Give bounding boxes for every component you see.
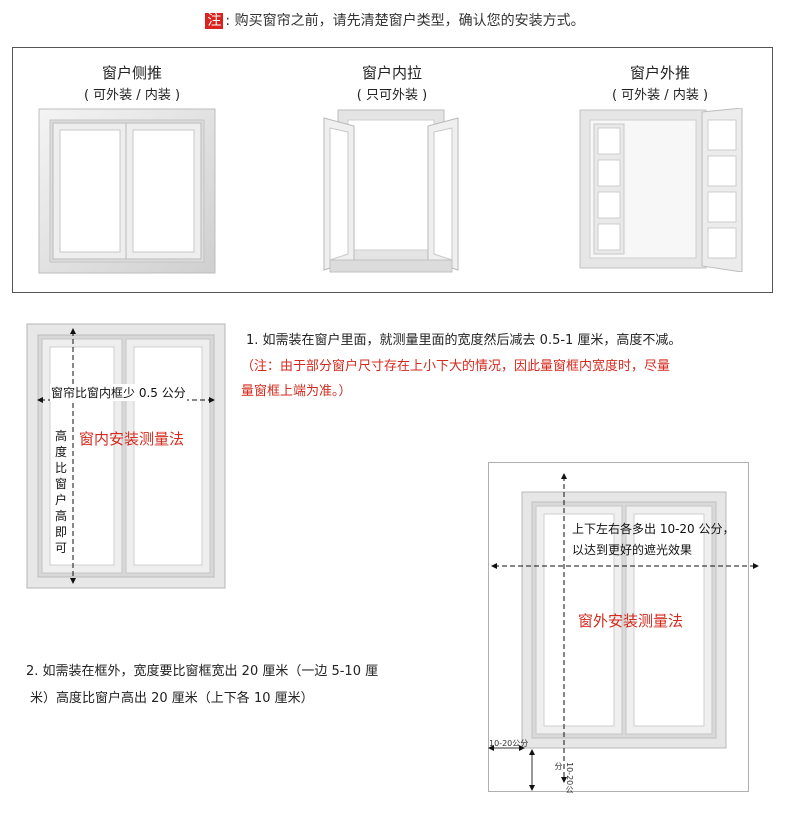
inside-height-label: 高度比窗户高即可 bbox=[54, 428, 68, 556]
outside-method-window bbox=[488, 462, 759, 792]
outside-step-line1: 2. 如需装在框外，宽度要比窗框宽出 20 厘米（一边 5-10 厘 bbox=[26, 664, 379, 679]
outside-small-h-label: 10-20公分 bbox=[489, 739, 529, 748]
outside-small-v-label: 10-20公分 bbox=[554, 762, 574, 794]
type-title-sliding: 窗户侧推 bbox=[101, 64, 162, 82]
type-sub-inward: ( 只可外装 ) bbox=[356, 88, 428, 103]
type-sub-sliding: ( 可外装 / 内装 ) bbox=[83, 88, 181, 103]
note-tag: 注 bbox=[205, 13, 224, 29]
inside-note-line1: （注：由于部分窗户尺寸存在上小下大的情况，因此量窗框内宽度时，尽量 bbox=[241, 359, 671, 374]
inside-method-label: 窗内安装测量法 bbox=[79, 430, 185, 448]
outward-window-image bbox=[579, 108, 743, 272]
type-sub-outward: ( 可外装 / 内装 ) bbox=[611, 88, 709, 103]
inward-window-image bbox=[323, 109, 459, 273]
outside-method-label: 窗外安装测量法 bbox=[578, 612, 684, 630]
inside-step-text: 1. 如需装在窗户里面，就测量里面的宽度然后减去 0.5-1 厘米，高度不减。 bbox=[246, 333, 682, 348]
outside-extend-line1: 上下左右各多出 10-20 公分， bbox=[572, 522, 735, 536]
sliding-window-image bbox=[38, 108, 216, 274]
type-title-outward: 窗户外推 bbox=[629, 64, 690, 82]
outside-step-line2: 米）高度比窗户高出 20 厘米（上下各 10 厘米） bbox=[30, 691, 314, 706]
header-note: 注: 购买窗帘之前，请先清楚窗户类型，确认您的安装方式。 bbox=[0, 10, 790, 30]
type-title-inward: 窗户内拉 bbox=[361, 64, 422, 82]
note-text: : 购买窗帘之前，请先清楚窗户类型，确认您的安装方式。 bbox=[225, 13, 585, 29]
outside-extend-line2: 以达到更好的遮光效果 bbox=[572, 543, 693, 557]
inside-width-label: 窗帘比窗内框少 0.5 公分 bbox=[50, 384, 187, 401]
inside-note-line2: 量窗框上端为准。） bbox=[241, 384, 352, 399]
